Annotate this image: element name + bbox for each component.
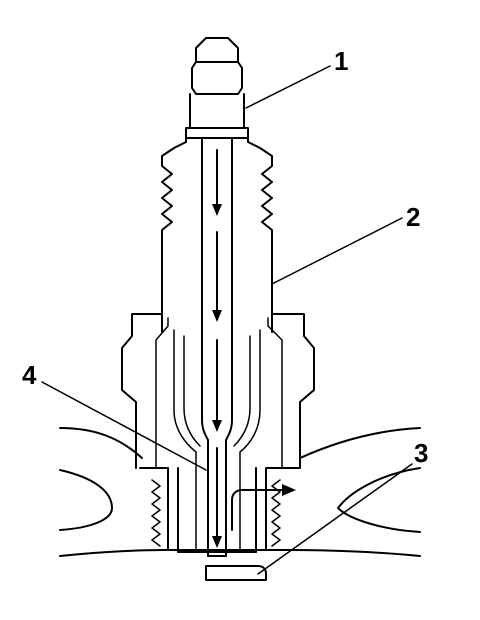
plug-shell xyxy=(121,313,315,553)
heat-flow-arrows xyxy=(212,149,296,548)
arrow-head-icon xyxy=(212,420,222,432)
ground-electrode xyxy=(205,565,267,581)
arrow-head-icon xyxy=(212,310,222,322)
callout-4: 4 xyxy=(22,360,37,390)
arrow-head-icon xyxy=(282,484,296,496)
leader-lines xyxy=(41,65,413,575)
callout-1: 1 xyxy=(334,46,348,76)
arrow-head-icon xyxy=(212,536,222,548)
terminal-nut xyxy=(185,37,249,139)
cylinder-head xyxy=(59,427,421,557)
center-electrode xyxy=(201,137,233,557)
insulator xyxy=(161,129,273,553)
arrow-head-icon xyxy=(212,204,222,216)
callout-3: 3 xyxy=(414,438,428,468)
callout-2: 2 xyxy=(406,202,420,232)
